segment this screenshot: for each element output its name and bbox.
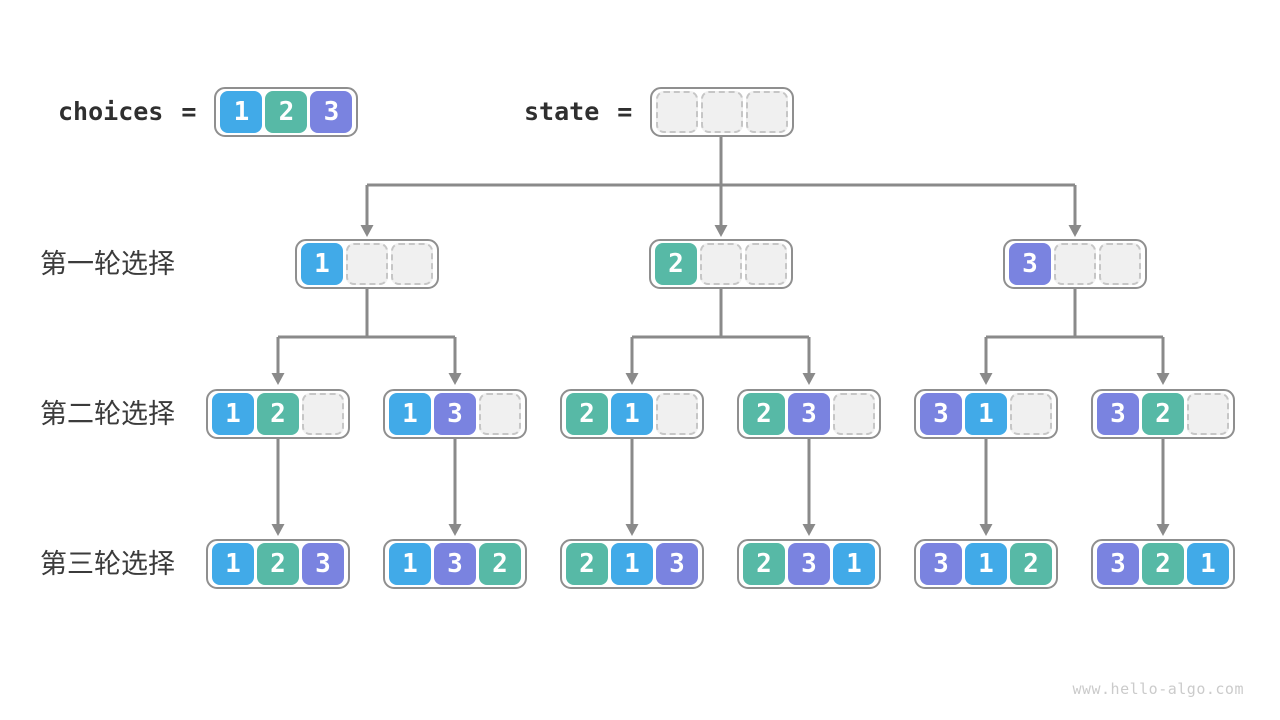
- state-cell: 1: [965, 393, 1007, 435]
- state-node: 2: [649, 239, 793, 289]
- state-cell: 1: [611, 393, 653, 435]
- state-cell: 3: [1097, 393, 1139, 435]
- state-cell: 3: [1009, 243, 1051, 285]
- state-node: 2 1: [560, 389, 704, 439]
- state-cell: 2: [1010, 543, 1052, 585]
- state-cell: 3: [788, 393, 830, 435]
- state-cell: 3: [434, 543, 476, 585]
- state-node: 3 1 2: [914, 539, 1058, 589]
- state-cell: 2: [743, 543, 785, 585]
- state-cell: 3: [302, 543, 344, 585]
- state-cell: 2: [257, 543, 299, 585]
- state-cell: 3: [788, 543, 830, 585]
- state-cell: 1: [212, 543, 254, 585]
- state-equals-sign: =: [617, 97, 633, 126]
- state-node: 2 1 3: [560, 539, 704, 589]
- choices-equals-sign: =: [181, 97, 197, 126]
- state-cell: [700, 243, 742, 285]
- state-cell: 2: [479, 543, 521, 585]
- round-1-label: 第一轮选择: [40, 249, 175, 279]
- state-node: 3: [1003, 239, 1147, 289]
- state-node: 3 1: [914, 389, 1058, 439]
- state-cell: 2: [566, 393, 608, 435]
- state-group: state =: [524, 87, 795, 137]
- choices-cell: 3: [310, 91, 353, 133]
- state-cell: [391, 243, 433, 285]
- state-cell: 3: [656, 543, 698, 585]
- state-cell: 3: [920, 393, 962, 435]
- state-cell: 1: [611, 543, 653, 585]
- choices-array: 1 2 3: [214, 87, 359, 137]
- state-cell: 3: [434, 393, 476, 435]
- state-cell: [833, 393, 875, 435]
- state-cell: 1: [1187, 543, 1229, 585]
- state-cell: [656, 393, 698, 435]
- state-cell: 2: [743, 393, 785, 435]
- state-cell: 2: [257, 393, 299, 435]
- state-cell: [302, 393, 344, 435]
- state-cell: 1: [833, 543, 875, 585]
- state-cell: [1187, 393, 1229, 435]
- state-cell: [746, 91, 789, 133]
- state-cell: [656, 91, 699, 133]
- state-node: 2 3 1: [737, 539, 881, 589]
- state-cell: [346, 243, 388, 285]
- round-3-label: 第三轮选择: [40, 549, 175, 579]
- state-node: 1 2 3: [206, 539, 350, 589]
- choices-group: choices = 1 2 3: [58, 87, 359, 137]
- state-cell: 3: [920, 543, 962, 585]
- state-cell: [1010, 393, 1052, 435]
- state-node: 2 3: [737, 389, 881, 439]
- state-cell: 2: [1142, 393, 1184, 435]
- state-node: 3 2: [1091, 389, 1235, 439]
- choices-cell: 2: [265, 91, 308, 133]
- state-cell: [745, 243, 787, 285]
- state-node: 1 3 2: [383, 539, 527, 589]
- state-cell: 1: [965, 543, 1007, 585]
- state-cell: 2: [655, 243, 697, 285]
- state-cell: 2: [1142, 543, 1184, 585]
- state-array: [650, 87, 795, 137]
- state-cell: 1: [389, 393, 431, 435]
- round-2-label: 第二轮选择: [40, 399, 175, 429]
- watermark: www.hello-algo.com: [1072, 680, 1244, 698]
- state-cell: 2: [566, 543, 608, 585]
- state-cell: 1: [301, 243, 343, 285]
- state-cell: [1054, 243, 1096, 285]
- state-cell: [479, 393, 521, 435]
- state-cell: 1: [389, 543, 431, 585]
- state-node: 3 2 1: [1091, 539, 1235, 589]
- state-label: state: [524, 97, 600, 126]
- state-cell: 3: [1097, 543, 1139, 585]
- state-node: 1 2: [206, 389, 350, 439]
- choices-label: choices: [58, 97, 164, 126]
- state-cell: 1: [212, 393, 254, 435]
- choices-cell: 1: [220, 91, 263, 133]
- state-node: 1 3: [383, 389, 527, 439]
- state-node: 1: [295, 239, 439, 289]
- state-cell: [701, 91, 744, 133]
- state-cell: [1099, 243, 1141, 285]
